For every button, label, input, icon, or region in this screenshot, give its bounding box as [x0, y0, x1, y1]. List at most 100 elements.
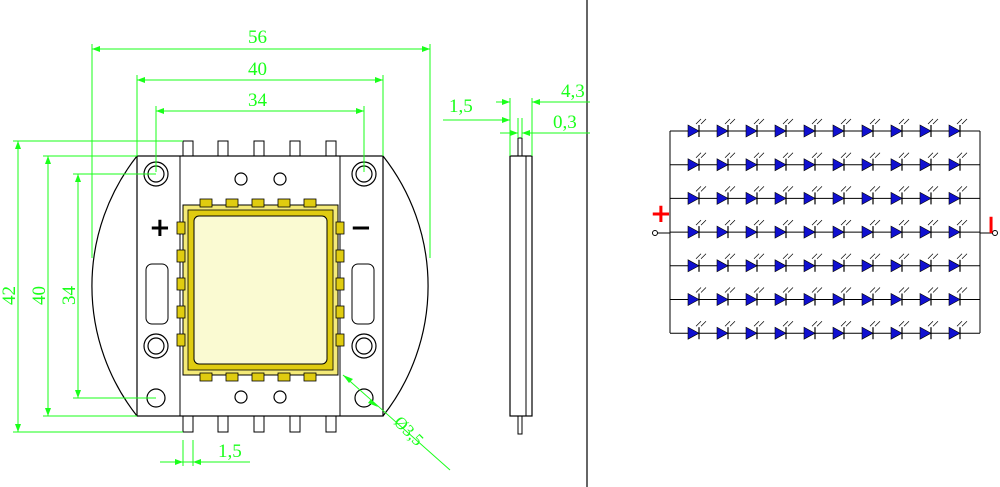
led-diode: [745, 186, 765, 205]
phosphor-area: [193, 215, 328, 365]
led-diode: [861, 186, 881, 205]
led-diode: [890, 287, 910, 307]
dim-34v-label: 34: [59, 286, 80, 306]
led-diode: [861, 118, 881, 138]
small-holes: [234, 172, 287, 404]
led-diode: [919, 219, 939, 239]
led-diode: [745, 253, 765, 273]
gold-frame: [176, 198, 345, 382]
led-diode: [861, 287, 881, 307]
led-diode: [948, 320, 968, 340]
led-diode: [919, 152, 939, 172]
led-diode: [716, 186, 736, 205]
led-diode: [890, 320, 910, 340]
led-diode: [687, 118, 707, 138]
led-row: [670, 152, 980, 172]
led-diode: [919, 320, 939, 340]
dim-42-label: 42: [0, 286, 20, 305]
led-diode: [803, 118, 823, 138]
output-terminal: [992, 230, 998, 236]
led-diode: [948, 253, 968, 273]
led-row: [670, 253, 980, 273]
led-diode: [687, 219, 707, 239]
led-diode: [832, 320, 852, 340]
led-diode: [716, 253, 736, 273]
led-diode: [948, 186, 968, 205]
led-diode: [948, 219, 968, 239]
led-diode: [832, 287, 852, 307]
schematic-minus-label: −: [976, 214, 1000, 236]
bottom-pins: [182, 415, 337, 433]
heatsink-outline: [91, 155, 429, 417]
dim-34h-label: 34: [248, 90, 268, 111]
led-diode: [774, 287, 794, 307]
led-diode: [803, 152, 823, 172]
dim-pitch-label: 1,5: [218, 441, 242, 462]
led-diode: [774, 118, 794, 138]
top-pins: [182, 140, 337, 157]
dim-hole-label: Ø3,5: [390, 412, 427, 449]
led-diode: [861, 152, 881, 172]
dimension-lines: [13, 44, 451, 471]
dimension-arrows: [15, 46, 430, 465]
led-schematic: + −: [650, 118, 1000, 340]
led-diode: [774, 219, 794, 239]
led-diode: [832, 253, 852, 273]
led-row: [670, 186, 980, 205]
led-diode: [861, 320, 881, 340]
dim-height-label: 4,3: [561, 81, 585, 102]
led-diode: [919, 118, 939, 138]
led-diode: [919, 186, 939, 205]
led-row: [670, 118, 980, 138]
dim-thickness-label: 1,5: [449, 96, 473, 117]
led-diode: [745, 320, 765, 340]
input-terminal: [652, 230, 658, 236]
led-diode: [745, 118, 765, 138]
led-diode: [919, 287, 939, 307]
led-diode: [832, 152, 852, 172]
led-diode: [745, 287, 765, 307]
led-diode: [716, 152, 736, 172]
led-diode: [716, 219, 736, 239]
led-diode: [890, 152, 910, 172]
led-diode: [832, 118, 852, 138]
led-diode: [687, 152, 707, 172]
plus-mark: +: [149, 213, 171, 243]
dim-56-label: 56: [248, 27, 267, 48]
led-diode: [890, 219, 910, 239]
led-diode: [774, 186, 794, 205]
side-body: [509, 155, 533, 417]
led-diode: [687, 253, 707, 273]
side-slots: [145, 263, 375, 325]
led-diode: [745, 152, 765, 172]
led-diode: [687, 186, 707, 205]
led-diode: [774, 320, 794, 340]
led-diode: [890, 118, 910, 138]
minus-mark: −: [350, 213, 372, 243]
led-diode: [948, 118, 968, 138]
led-diode: [774, 253, 794, 273]
led-diode: [890, 253, 910, 273]
led-row: [670, 219, 980, 239]
led-row: [670, 287, 980, 307]
led-diode: [803, 287, 823, 307]
led-diode: [745, 219, 765, 239]
dim-lens-label: 0,3: [553, 112, 577, 133]
led-diode: [803, 253, 823, 273]
led-row: [670, 320, 980, 340]
schematic-plus-label: +: [650, 199, 672, 229]
led-diode: [716, 287, 736, 307]
side-pin-bottom: [517, 415, 523, 435]
led-diode: [832, 186, 852, 205]
led-diode: [803, 219, 823, 239]
led-diode: [716, 118, 736, 138]
led-diode: [832, 219, 852, 239]
led-diode: [687, 320, 707, 340]
led-diode: [803, 320, 823, 340]
side-pin-top: [517, 137, 523, 157]
led-diode: [687, 287, 707, 307]
led-diode: [716, 320, 736, 340]
led-diode: [948, 287, 968, 307]
led-rows: [670, 118, 980, 340]
